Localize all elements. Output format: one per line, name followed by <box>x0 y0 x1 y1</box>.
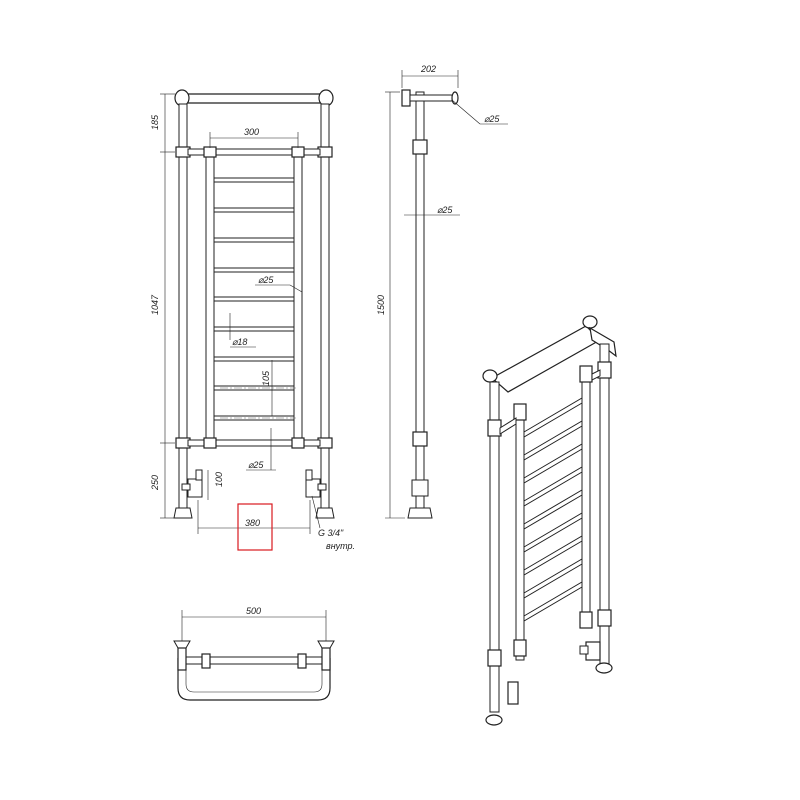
thread-note: внутр. <box>326 541 355 551</box>
dim-side-top-diameter: ⌀25 <box>484 114 500 124</box>
dim-1047: 1047 <box>150 294 160 315</box>
dim-rail-diameter: ⌀25 <box>258 275 274 285</box>
side-view-dimensions: 202 ⌀25 ⌀25 1500 <box>376 64 508 519</box>
dim-500: 500 <box>246 606 261 616</box>
side-view <box>401 89 459 519</box>
dim-202: 202 <box>420 64 436 74</box>
dim-bottom-rail-diameter: ⌀25 <box>248 460 264 470</box>
dim-105: 105 <box>261 370 271 386</box>
front-view <box>173 89 335 519</box>
dim-300: 300 <box>244 127 259 137</box>
highlight-box-380 <box>237 503 273 551</box>
dim-1500: 1500 <box>376 295 386 315</box>
dim-100: 100 <box>214 472 224 487</box>
dim-380: 380 <box>245 518 260 528</box>
plan-view: 500 <box>173 606 335 701</box>
isometric-view <box>482 315 617 726</box>
dim-bar-diameter: ⌀18 <box>232 337 247 347</box>
dim-185: 185 <box>150 114 160 130</box>
front-view-dimensions: 300 185 1047 250 ⌀25 ⌀18 105 ⌀25 100 38 <box>150 93 355 551</box>
dim-250: 250 <box>150 475 160 491</box>
thread-label: G 3/4" <box>318 528 344 538</box>
dim-side-pipe-diameter: ⌀25 <box>437 205 453 215</box>
